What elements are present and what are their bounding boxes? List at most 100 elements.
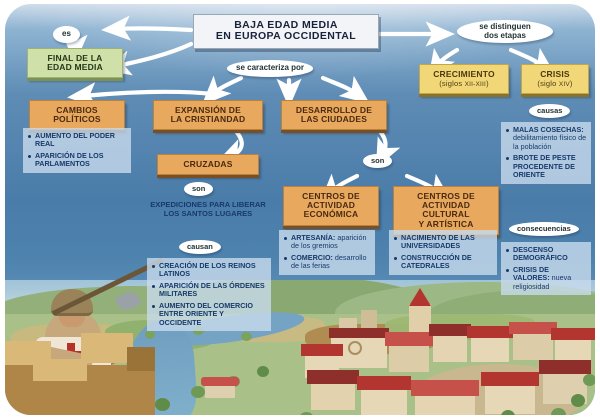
node-centros-cultural: CENTROS DE ACTIVIDAD CULTURAL Y ARTÍSTIC… <box>393 186 499 235</box>
node-cambios-politicos: CAMBIOS POLÍTICOS <box>29 100 125 131</box>
list-item: MALAS COSECHAS: debilitamiento físico de… <box>505 125 587 151</box>
panel-centros-cultural: NACIMIENTO DE LAS UNIVERSIDADES CONSTRUC… <box>389 230 497 275</box>
node-cruzadas: CRUZADAS <box>157 154 259 176</box>
list-item: CRISIS DE VALORES: nueva religiosidad <box>505 264 587 291</box>
house-roof <box>429 324 471 336</box>
expansion-line-2: LA CRISTIANDAD <box>170 114 246 125</box>
list-item: DESCENSO DEMOGRÁFICO <box>505 245 587 263</box>
item-strong: AUMENTO DEL PODER REAL <box>35 131 116 149</box>
arrow-to-cambios-politicos <box>67 82 216 108</box>
tree <box>299 412 314 415</box>
arrow-desarrollo-to-son <box>374 125 401 169</box>
list-item: ARTESANÍA: aparición de los gremios <box>283 233 371 251</box>
farmhouse <box>205 384 235 398</box>
node-centros-economica: CENTROS DE ACTIVIDAD ECONÓMICA <box>283 186 379 226</box>
house-roof <box>539 360 591 374</box>
connector-consecuencias: consecuencias <box>509 222 579 237</box>
list-item: BROTE DE PESTE PROCEDENTE DE ORIENTE <box>505 154 587 179</box>
item-normal: aparición de los gremios <box>291 233 367 251</box>
centros-economica-list: ARTESANÍA: aparición de los gremios COME… <box>283 233 371 271</box>
crecimiento-sub-roman: XII-XIII <box>464 81 487 89</box>
item-strong: APARICIÓN DE LAS ÓRDENES MILITARES <box>159 280 265 299</box>
merlon <box>127 347 155 371</box>
illustration-town <box>299 288 595 415</box>
item-strong: NACIMIENTO DE LAS UNIVERSIDADES <box>401 233 475 251</box>
node-crisis: CRISIS (siglo XIV) <box>521 64 589 95</box>
crisis-sub-pre: (siglo <box>537 79 559 89</box>
town-keep <box>409 304 431 334</box>
diagram-canvas: BAJA EDAD MEDIA EN EUROPA OCCIDENTAL es … <box>5 4 595 415</box>
connector-causan: causan <box>179 240 221 255</box>
house <box>485 382 535 414</box>
house-roof <box>509 322 557 334</box>
church-roof <box>329 328 389 338</box>
list-item: COMERCIO: desarrollo de las ferias <box>283 252 371 271</box>
connector-es: es <box>53 26 80 43</box>
wall-block <box>33 359 87 381</box>
node-crecimiento: CRECIMIENTO (siglos XII-XIII) <box>419 64 509 95</box>
node-expansion-cristiandad: EXPANSIÓN DE LA CRISTIANDAD <box>153 100 263 131</box>
cambios-politicos-list: AUMENTO DEL PODER REAL APARICIÓN DE LOS … <box>27 131 127 169</box>
item-strong: CRISIS DE VALORES: <box>513 264 550 283</box>
crisis-sub-roman: XIV <box>558 81 570 89</box>
item-strong: COMERCIO: <box>291 252 333 262</box>
crisis-consecuencias-list: DESCENSO DEMOGRÁFICO CRISIS DE VALORES: … <box>505 245 587 291</box>
connector-se-caracteriza-por: se caracteriza por <box>227 60 314 77</box>
tree <box>571 394 585 407</box>
node-desarrollo-ciudades: DESARROLLO DE LAS CIUDADES <box>281 100 387 131</box>
list-item: APARICIÓN DE LAS ÓRDENES MILITARES <box>151 280 267 299</box>
panel-centros-economica: ARTESANÍA: aparición de los gremios COME… <box>279 230 375 275</box>
house <box>433 332 467 362</box>
rose-window <box>348 341 362 355</box>
house <box>415 392 475 415</box>
arrow-title-to-es <box>101 15 194 41</box>
connector-son-cruzadas: son <box>184 182 214 197</box>
item-strong: MALAS COSECHAS: <box>513 125 584 134</box>
illustration-crusader <box>5 257 164 415</box>
tree <box>145 330 155 339</box>
tower-roof-cone <box>409 288 431 306</box>
item-normal: debilitamiento físico de la población <box>513 133 587 151</box>
item-strong: BROTE DE PESTE PROCEDENTE DE ORIENTE <box>513 153 576 180</box>
panel-cambios-politicos: AUMENTO DEL PODER REAL APARICIÓN DE LOS … <box>23 128 131 173</box>
panel-crisis-consecuencias: DESCENSO DEMOGRÁFICO CRISIS DE VALORES: … <box>501 242 591 296</box>
nodes-layer: BAJA EDAD MEDIA EN EUROPA OCCIDENTAL es … <box>5 4 595 415</box>
item-normal: desarrollo de las ferias <box>291 252 367 271</box>
list-item: AUMENTO DEL PODER REAL <box>27 131 127 149</box>
farmhouse-roof <box>201 377 239 386</box>
list-item: NACIMIENTO DE LAS UNIVERSIDADES <box>393 233 493 251</box>
house <box>361 386 407 415</box>
crisis-subtitle: (siglo XIV) <box>528 79 582 89</box>
tree <box>501 410 515 415</box>
item-strong: ARTESANÍA: <box>291 233 336 242</box>
etapas-line-2: dos etapas <box>484 30 526 40</box>
house-roof <box>467 326 513 338</box>
cambios-line-2: POLÍTICOS <box>53 114 101 125</box>
tree <box>257 366 269 377</box>
cultural-line-2: ACTIVIDAD CULTURAL <box>421 200 471 220</box>
arrow-caracteriza-to-cambios <box>201 75 244 106</box>
diagram-title: BAJA EDAD MEDIA EN EUROPA OCCIDENTAL <box>193 14 379 49</box>
item-strong: CREACIÓN DE LOS REINOS LATINOS <box>159 261 256 279</box>
panel-cruzadas-causan: CREACIÓN DE LOS REINOS LATINOS APARICIÓN… <box>147 258 271 332</box>
house-roof <box>385 332 433 346</box>
list-item: CONSTRUCCIÓN DE CATEDRALES <box>393 253 493 271</box>
house-roof <box>481 372 539 386</box>
list-item: APARICIÓN DE LOS PARLAMENTOS <box>27 151 127 169</box>
crecimiento-sub-pre: (siglos <box>439 79 465 89</box>
economica-line-3: ECONÓMICA <box>303 209 359 220</box>
house-roof <box>357 376 411 390</box>
desarrollo-line-1: DESARROLLO DE <box>295 105 373 115</box>
connector-causas: causas <box>529 104 571 119</box>
expansion-line-1: EXPANSIÓN DE <box>174 105 241 115</box>
etapas-line-1: se distinguen <box>479 22 531 31</box>
crecimiento-subtitle: (siglos XII-XIII) <box>426 79 502 89</box>
crisis-sub-post: ) <box>569 79 573 89</box>
cambios-line-1: CAMBIOS <box>56 105 98 115</box>
list-item: AUMENTO DEL COMERCIO ENTRE ORIENTE Y OCC… <box>151 301 267 327</box>
text-cruzadas-definicion: EXPEDICIONES PARA LIBERAR LOS SANTOS LUG… <box>150 200 266 219</box>
tree <box>583 374 595 386</box>
house <box>471 334 509 362</box>
cruzadas-causan-list: CREACIÓN DE LOS REINOS LATINOS APARICIÓN… <box>151 261 267 327</box>
